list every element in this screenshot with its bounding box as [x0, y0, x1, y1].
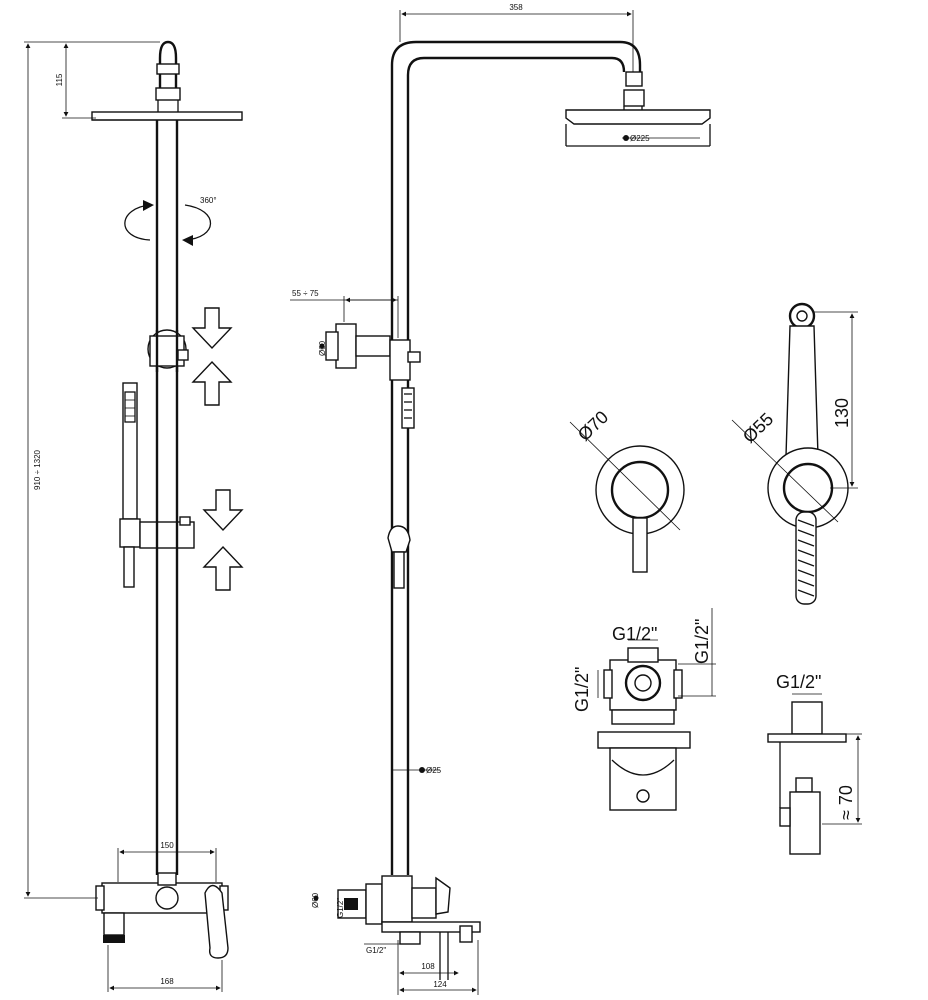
spout-projection-label: 108: [421, 962, 435, 971]
outlet-diameter-label: Ø55: [739, 409, 777, 447]
thread-outlet-label: G1/2": [776, 672, 821, 692]
side-mixer-valve: [337, 875, 481, 980]
front-view: [91, 40, 244, 959]
front-pipe-top-bend: [155, 40, 181, 101]
side-shower-head: [565, 106, 711, 147]
side-view: [325, 40, 711, 980]
arm-length-label: 358: [509, 3, 523, 12]
detail-handshower-outlet: Ø55 130: [731, 302, 858, 605]
handshower-height-label: 130: [832, 398, 852, 428]
front-mixer-valve: [95, 872, 229, 959]
front-riser-pipe: [155, 120, 179, 875]
outlet-depth-label: ≈ 70: [836, 785, 856, 820]
bracket-diameter-label: Ø60: [318, 340, 327, 356]
head-diameter-label: Ø225: [630, 134, 650, 143]
detail-valve-body: G1/2" G1/2" G1/2": [572, 608, 716, 811]
side-handshower: [387, 387, 415, 589]
front-shower-head: [91, 100, 243, 121]
spout-total-label: 124: [433, 980, 447, 989]
valve-thread-bottom-label: G1/2": [366, 946, 386, 955]
front-slide-holder: [139, 516, 195, 549]
base-width-label: 168: [160, 977, 174, 986]
side-wall-bracket: [325, 323, 421, 381]
front-handshower: [119, 382, 141, 588]
side-riser-and-arm: [390, 40, 645, 875]
total-height-label: 910 ÷ 1320: [33, 449, 42, 490]
plate-diameter-label: Ø70: [574, 407, 612, 445]
front-view-dimensions: 910 ÷ 1320 115 360° 150 168: [24, 41, 223, 992]
detail-valve-plate: Ø70: [569, 407, 685, 573]
head-top-height-label: 115: [55, 73, 64, 86]
rotation-symbol: [124, 200, 212, 246]
side-view-dimensions: 358 Ø225 55 ÷ 75 Ø60 Ø25 Ø60 G1/2" G1/2"…: [290, 3, 700, 995]
rotation-label: 360°: [200, 196, 217, 205]
valve-thread-vertical-label: G1/2": [336, 898, 345, 918]
thread-top-label: G1/2": [612, 624, 657, 644]
inlet-spacing-label: 150: [160, 841, 174, 850]
detail-outlet-elbow: G1/2" ≈ 70: [767, 672, 862, 855]
front-wall-bracket: [147, 329, 189, 372]
thread-right-label: G1/2": [692, 619, 712, 664]
adjust-arrows-lower: [202, 489, 244, 591]
valve-diameter-label: Ø60: [311, 892, 320, 908]
bracket-offset-label: 55 ÷ 75: [292, 289, 319, 298]
thread-left-label: G1/2": [572, 667, 592, 712]
pipe-diameter-label: Ø25: [426, 766, 442, 775]
adjust-arrows-upper: [191, 307, 233, 406]
flex-hose: [795, 511, 817, 605]
